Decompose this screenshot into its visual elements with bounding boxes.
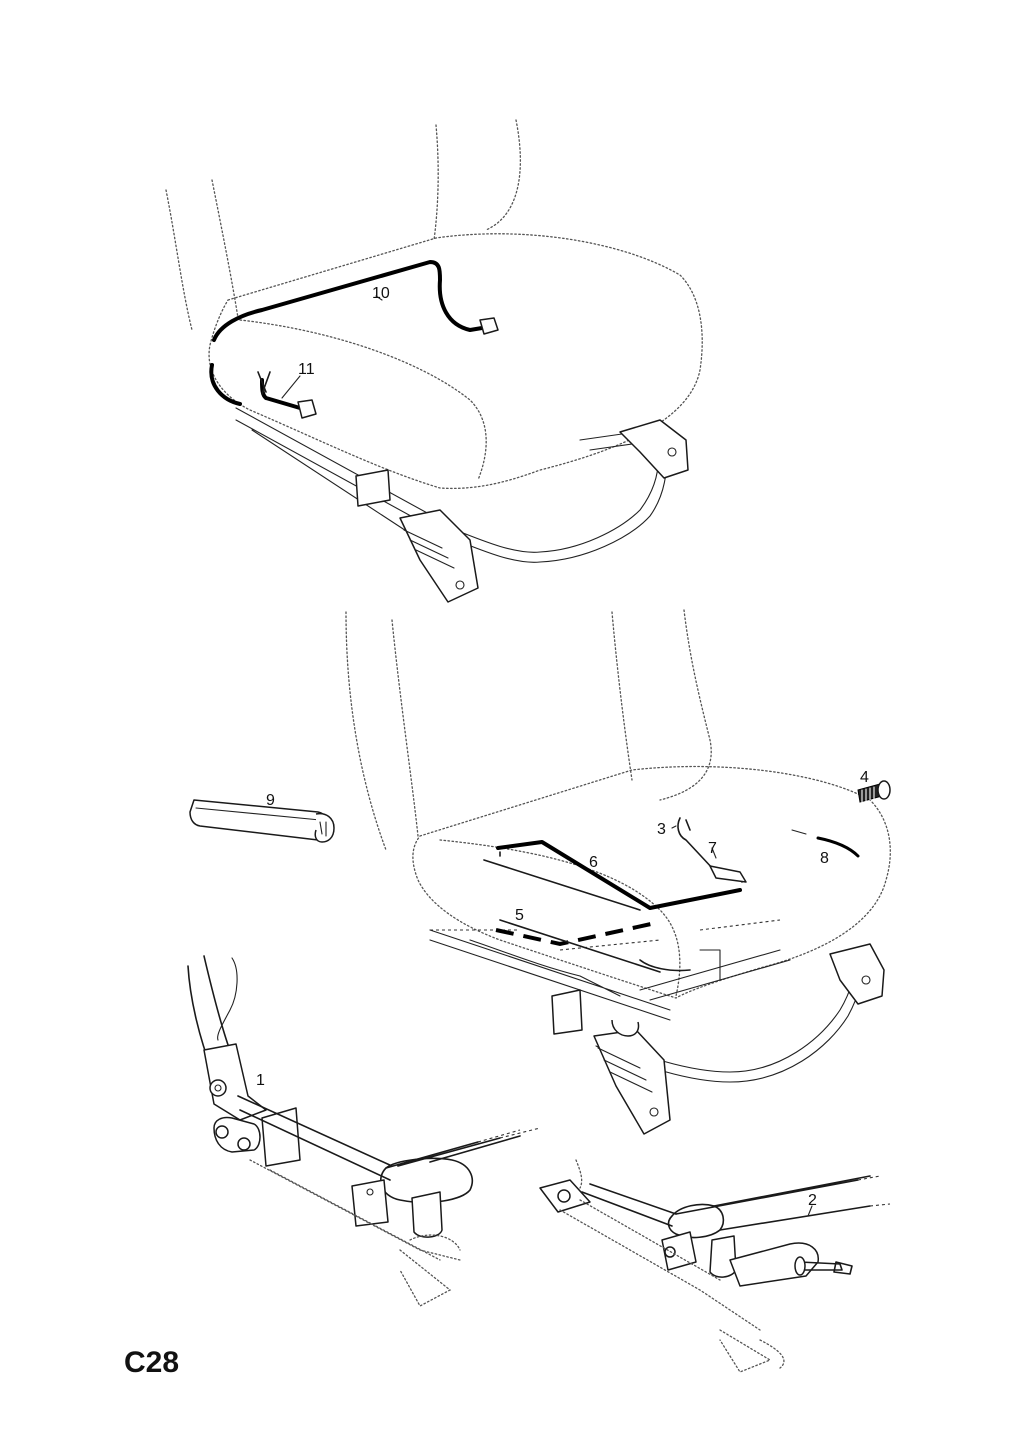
callout-4: 4 — [860, 769, 869, 786]
callout-5: 5 — [515, 907, 524, 924]
top-cushion-outline — [208, 233, 703, 490]
leader-2 — [807, 1205, 813, 1217]
mid-cushion-outline — [412, 765, 891, 999]
callout-2: 2 — [808, 1192, 817, 1209]
callout-3: 3 — [657, 821, 666, 838]
heater-element-5 — [495, 920, 661, 947]
top-seat-assembly — [165, 119, 703, 603]
top-backrest-outline — [165, 119, 521, 331]
callout-10: 10 — [372, 285, 390, 302]
middle-seat-assembly — [345, 609, 891, 1135]
mid-seat-frame — [429, 929, 791, 1021]
callout-9: 9 — [266, 792, 275, 809]
page-code: C28 — [124, 1346, 179, 1379]
seat-frame-hinge-1 — [187, 955, 541, 1307]
wire-8 — [816, 836, 860, 858]
mid-rail-bracket-rear — [829, 943, 885, 1005]
callout-6: 6 — [589, 854, 598, 871]
lead-plug-11 — [297, 399, 317, 419]
callout-8: 8 — [820, 850, 829, 867]
top-rail-bracket-rear — [619, 419, 689, 479]
seat-frame-shaft-2 — [539, 1159, 891, 1373]
thermostat-bracket-3 — [677, 817, 743, 883]
heater-mat-6 — [496, 840, 742, 910]
callout-11: 11 — [298, 361, 315, 378]
edge-trim-strip-9 — [189, 799, 335, 843]
leader-10 — [375, 295, 383, 301]
wiring-harness-10 — [212, 260, 484, 342]
top-front-tube — [429, 449, 668, 563]
mid-backrest-outline — [345, 609, 712, 851]
screw-4 — [857, 780, 891, 803]
thermostat-7 — [709, 865, 747, 883]
wiring-lead-11 — [209, 363, 242, 406]
harness-connector-10 — [479, 317, 499, 335]
callout-1: 1 — [256, 1072, 265, 1089]
leader-11 — [281, 375, 301, 399]
top-seat-rail — [235, 407, 661, 541]
motor-housing — [729, 1242, 819, 1287]
top-rail-bracket-front — [399, 509, 479, 603]
callout-7: 7 — [708, 840, 717, 857]
